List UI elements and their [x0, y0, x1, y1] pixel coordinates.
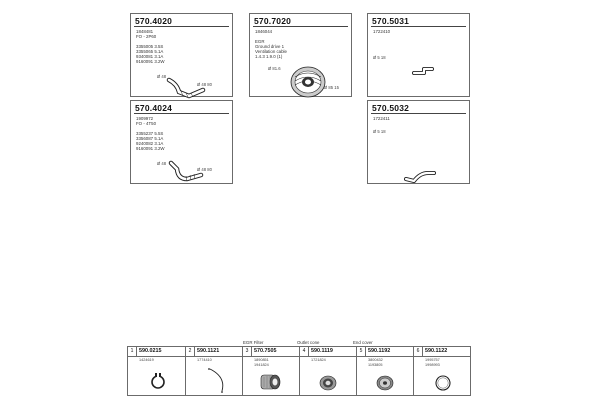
part-card-570-4020[interactable]: 570.4020 1848481 FO - 2P60 3355005 3.5S …	[130, 13, 233, 99]
dimension-note: Ø 48 80	[197, 82, 212, 87]
dimension-note: Ø 81.6	[268, 66, 281, 71]
ref-line: 3355237 5.5S	[136, 131, 164, 136]
ref-line: 1774410	[197, 358, 212, 362]
ref-line: 1846044	[255, 29, 273, 34]
item-index: 4	[300, 347, 309, 356]
ref-line: 1995757	[425, 358, 440, 362]
ref-line: 1193805	[368, 362, 383, 367]
ref-line: 9160091 3.2W	[136, 59, 165, 64]
part-number: 570.5031	[372, 16, 410, 26]
accessory-cell[interactable]: 5 590.1192 3800432 1193805	[356, 347, 413, 395]
ref-line: FO - 2P60	[136, 34, 157, 39]
ref-line: 1998993	[425, 362, 440, 367]
ref-line: 1941824	[254, 362, 269, 367]
ref-line: Ventilation cable	[255, 49, 287, 54]
ref-line: Ground drive 1	[255, 44, 285, 49]
gasket-ring-icon	[435, 375, 451, 391]
divider	[253, 26, 348, 27]
part-number: 570.5032	[372, 103, 410, 113]
part-card-570-7020[interactable]: 570.7020 1846044 EGR Ground drive 1 Vent…	[249, 13, 352, 98]
exhaust-pipe-icon	[168, 160, 204, 182]
ref-line: 3356087 5.1A	[136, 136, 164, 141]
divider	[134, 113, 229, 114]
part-number: 590.1121	[197, 348, 220, 354]
part-number: 590.1122	[425, 348, 448, 354]
part-number: 570.4024	[135, 103, 173, 113]
accessory-cell[interactable]: 4 590.1119 1721824	[299, 347, 356, 395]
outlet-cone-icon	[319, 375, 337, 391]
ref-line: 9240082 3.1A	[136, 141, 164, 146]
dimension-note: Ø 48 80	[197, 167, 212, 172]
part-card-570-4024[interactable]: 570.4024 1909972 FO - 4T50 3355237 5.5S …	[130, 100, 233, 184]
ref-line: 3355005 3.5S	[136, 44, 164, 49]
strip-label: Outlet cone	[297, 340, 320, 345]
ref-line: 3355065 5.1A	[136, 49, 164, 54]
part-card-570-5031[interactable]: 570.5031 1722410 Ø 5 18	[367, 13, 470, 97]
exhaust-pipe-icon	[166, 77, 206, 99]
accessory-cell[interactable]: 6 590.1122 1995757 1998993	[413, 347, 470, 395]
divider	[134, 26, 229, 27]
dimension-note: Ø 48	[157, 74, 167, 79]
dimension-note: Ø 85 15	[324, 85, 339, 90]
part-number: 570.7020	[254, 16, 292, 26]
item-index: 2	[186, 347, 195, 356]
ref-line: FO - 4T50	[136, 121, 157, 126]
ref-line: 9340081 3.1A	[136, 54, 164, 59]
tail-pipe-icon	[412, 67, 434, 75]
divider	[371, 113, 466, 114]
accessory-cell[interactable]: 3 570.7505 1890851 1941824	[242, 347, 299, 395]
part-number: 590.0215	[139, 348, 162, 354]
end-cover-icon	[376, 375, 394, 391]
clamp-icon	[151, 373, 165, 389]
accessory-cell[interactable]: 2 590.1121 1774410	[185, 347, 242, 395]
ref-line: 3800432	[368, 358, 383, 362]
item-index: 1	[128, 347, 137, 356]
ref-line: EGR	[255, 39, 265, 44]
ref-line: 1424619	[139, 358, 154, 362]
dimension-note: Ø 5 18	[373, 129, 386, 134]
part-number: 590.1192	[368, 348, 391, 354]
strip-label: End cover	[353, 340, 373, 345]
item-index: 3	[243, 347, 252, 356]
accessory-cell[interactable]: 1 590.0215 1424619	[128, 347, 185, 395]
item-index: 6	[414, 347, 423, 356]
ref-line: 9160091 3.2W	[136, 146, 165, 151]
part-card-570-5032[interactable]: 570.5032 1722411 Ø 5 18	[367, 100, 470, 184]
filter-element-icon	[260, 374, 281, 390]
tail-pipe-icon	[404, 171, 436, 183]
egr-filter-icon	[290, 66, 326, 98]
item-index: 5	[357, 347, 366, 356]
strip-label: EGR Filter	[243, 340, 264, 345]
strap-icon	[208, 368, 224, 393]
part-number: 570.4020	[135, 16, 173, 26]
ref-line: 1722411	[373, 116, 390, 121]
accessory-strip: 1 590.0215 1424619 2 590.1121 1774410 3 …	[127, 346, 471, 396]
dimension-note: Ø 48	[157, 161, 167, 166]
ref-line: 1721824	[311, 358, 326, 362]
part-number: 590.1119	[311, 348, 333, 354]
dimension-note: Ø 5 18	[373, 55, 386, 60]
ref-line: 1722410	[373, 29, 391, 34]
ref-line: 1909972	[136, 116, 154, 121]
part-number: 570.7505	[254, 348, 277, 354]
ref-line: 1.4.3 1.9.0 (1)	[255, 54, 283, 59]
ref-line: 1890851	[254, 358, 269, 362]
ref-line: 1848481	[136, 29, 154, 34]
divider	[371, 26, 466, 27]
